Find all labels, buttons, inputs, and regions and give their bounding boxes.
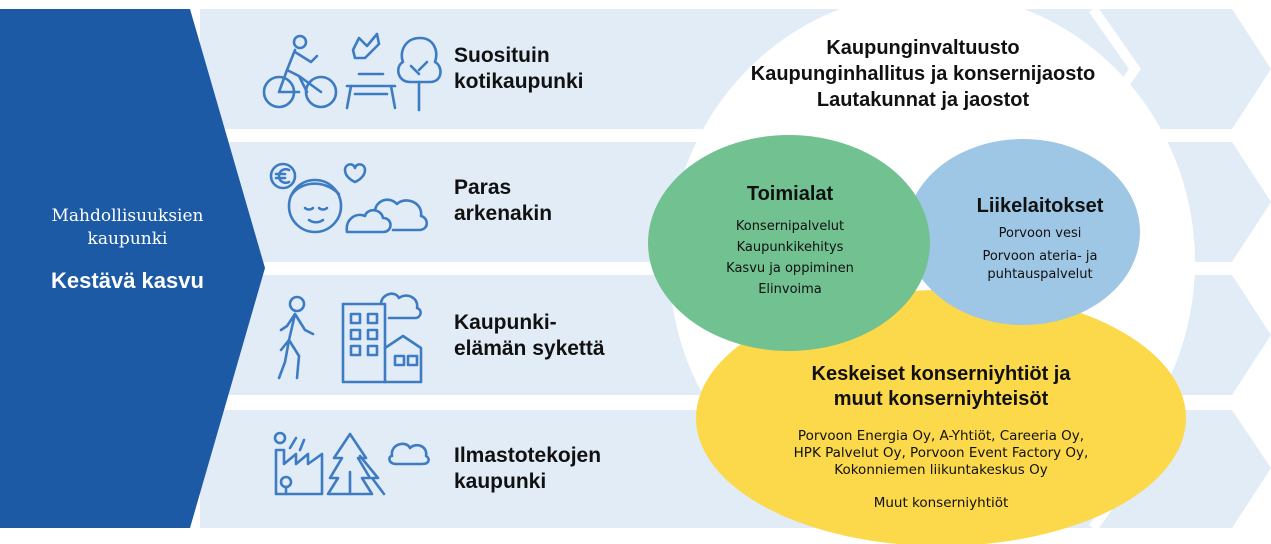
bicycle-table-tree-icon	[262, 32, 442, 112]
goal-2-line-2: arkenakin	[454, 202, 553, 225]
vision-block: Mahdollisuuksien kaupunki Kestävä kasvu	[0, 205, 255, 294]
goal-1: Suosituin kotikaupunki	[454, 43, 584, 95]
toimialat-item: Kaupunkikehitys	[736, 240, 844, 255]
goal-2: Paras arkenakin	[454, 175, 552, 227]
liikelaitokset-circle	[906, 139, 1140, 325]
walker-buildings-icon	[277, 292, 423, 384]
governance-line-2: Kaupunginhallitus ja konsernijaosto	[750, 63, 1096, 85]
governance-line-3: Lautakunnat ja jaostot	[816, 89, 1030, 111]
vision-main: Kestävä kasvu	[51, 268, 204, 293]
vision-chevron	[0, 9, 265, 528]
konserni-item: HPK Palvelut Oy, Porvoon Event Factory O…	[793, 445, 1089, 461]
factory-forest-icon	[273, 431, 430, 496]
liikelaitokset-title: Liikelaitokset	[976, 195, 1104, 217]
vision-line-2: kaupunki	[87, 229, 168, 249]
konserni-footer: Muut konserniyhtiöt	[873, 495, 1009, 511]
konserni-block: Keskeiset konserniyhtiöt ja muut konsern…	[736, 362, 1146, 512]
toimialat-item: Elinvoima	[758, 282, 822, 297]
konserni-circle	[696, 290, 1186, 544]
konserni-item: Kokonniemen liikuntakeskus Oy	[834, 462, 1048, 478]
goal-3-line-1: Kaupunki-	[454, 311, 557, 334]
liikelaitokset-item: Porvoon ateria- ja	[982, 249, 1098, 264]
goal-1-line-2: kotikaupunki	[454, 70, 584, 93]
goal-3: Kaupunki- elämän sykettä	[454, 310, 605, 362]
vision-line-1: Mahdollisuuksien	[51, 206, 204, 226]
goal-1-line-1: Suosituin	[454, 44, 550, 67]
toimialat-item: Konsernipalvelut	[735, 219, 845, 234]
goal-4: Ilmastotekojen kaupunki	[454, 443, 601, 495]
toimialat-item: Kasvu ja oppiminen	[726, 261, 854, 276]
governance-line-1: Kaupunginvaltuusto	[826, 37, 1020, 59]
toimialat-block: Toimialat Konsernipalvelut Kaupunkikehit…	[690, 183, 890, 300]
goal-2-line-1: Paras	[454, 176, 512, 199]
goal-3-line-2: elämän sykettä	[454, 337, 605, 360]
goal-4-line-1: Ilmastotekojen	[454, 444, 602, 467]
governance-block: Kaupunginvaltuusto Kaupunginhallitus ja …	[738, 35, 1108, 113]
liikelaitokset-item: puhtauspalvelut	[987, 267, 1093, 282]
goal-4-line-2: kaupunki	[454, 470, 547, 493]
toimialat-title: Toimialat	[746, 183, 834, 205]
konserni-item: Porvoon Energia Oy, A-Yhtiöt, Careeria O…	[797, 428, 1085, 444]
konserni-title-1: Keskeiset konserniyhtiöt ja	[811, 363, 1071, 385]
liikelaitokset-item: Porvoon vesi	[998, 226, 1082, 241]
toimialat-circle	[648, 135, 930, 351]
person-heart-cloud-icon	[269, 162, 429, 234]
konserni-title-2: muut konserniyhteisöt	[833, 388, 1049, 410]
liikelaitokset-block: Liikelaitokset Porvoon vesi Porvoon ater…	[960, 195, 1120, 284]
